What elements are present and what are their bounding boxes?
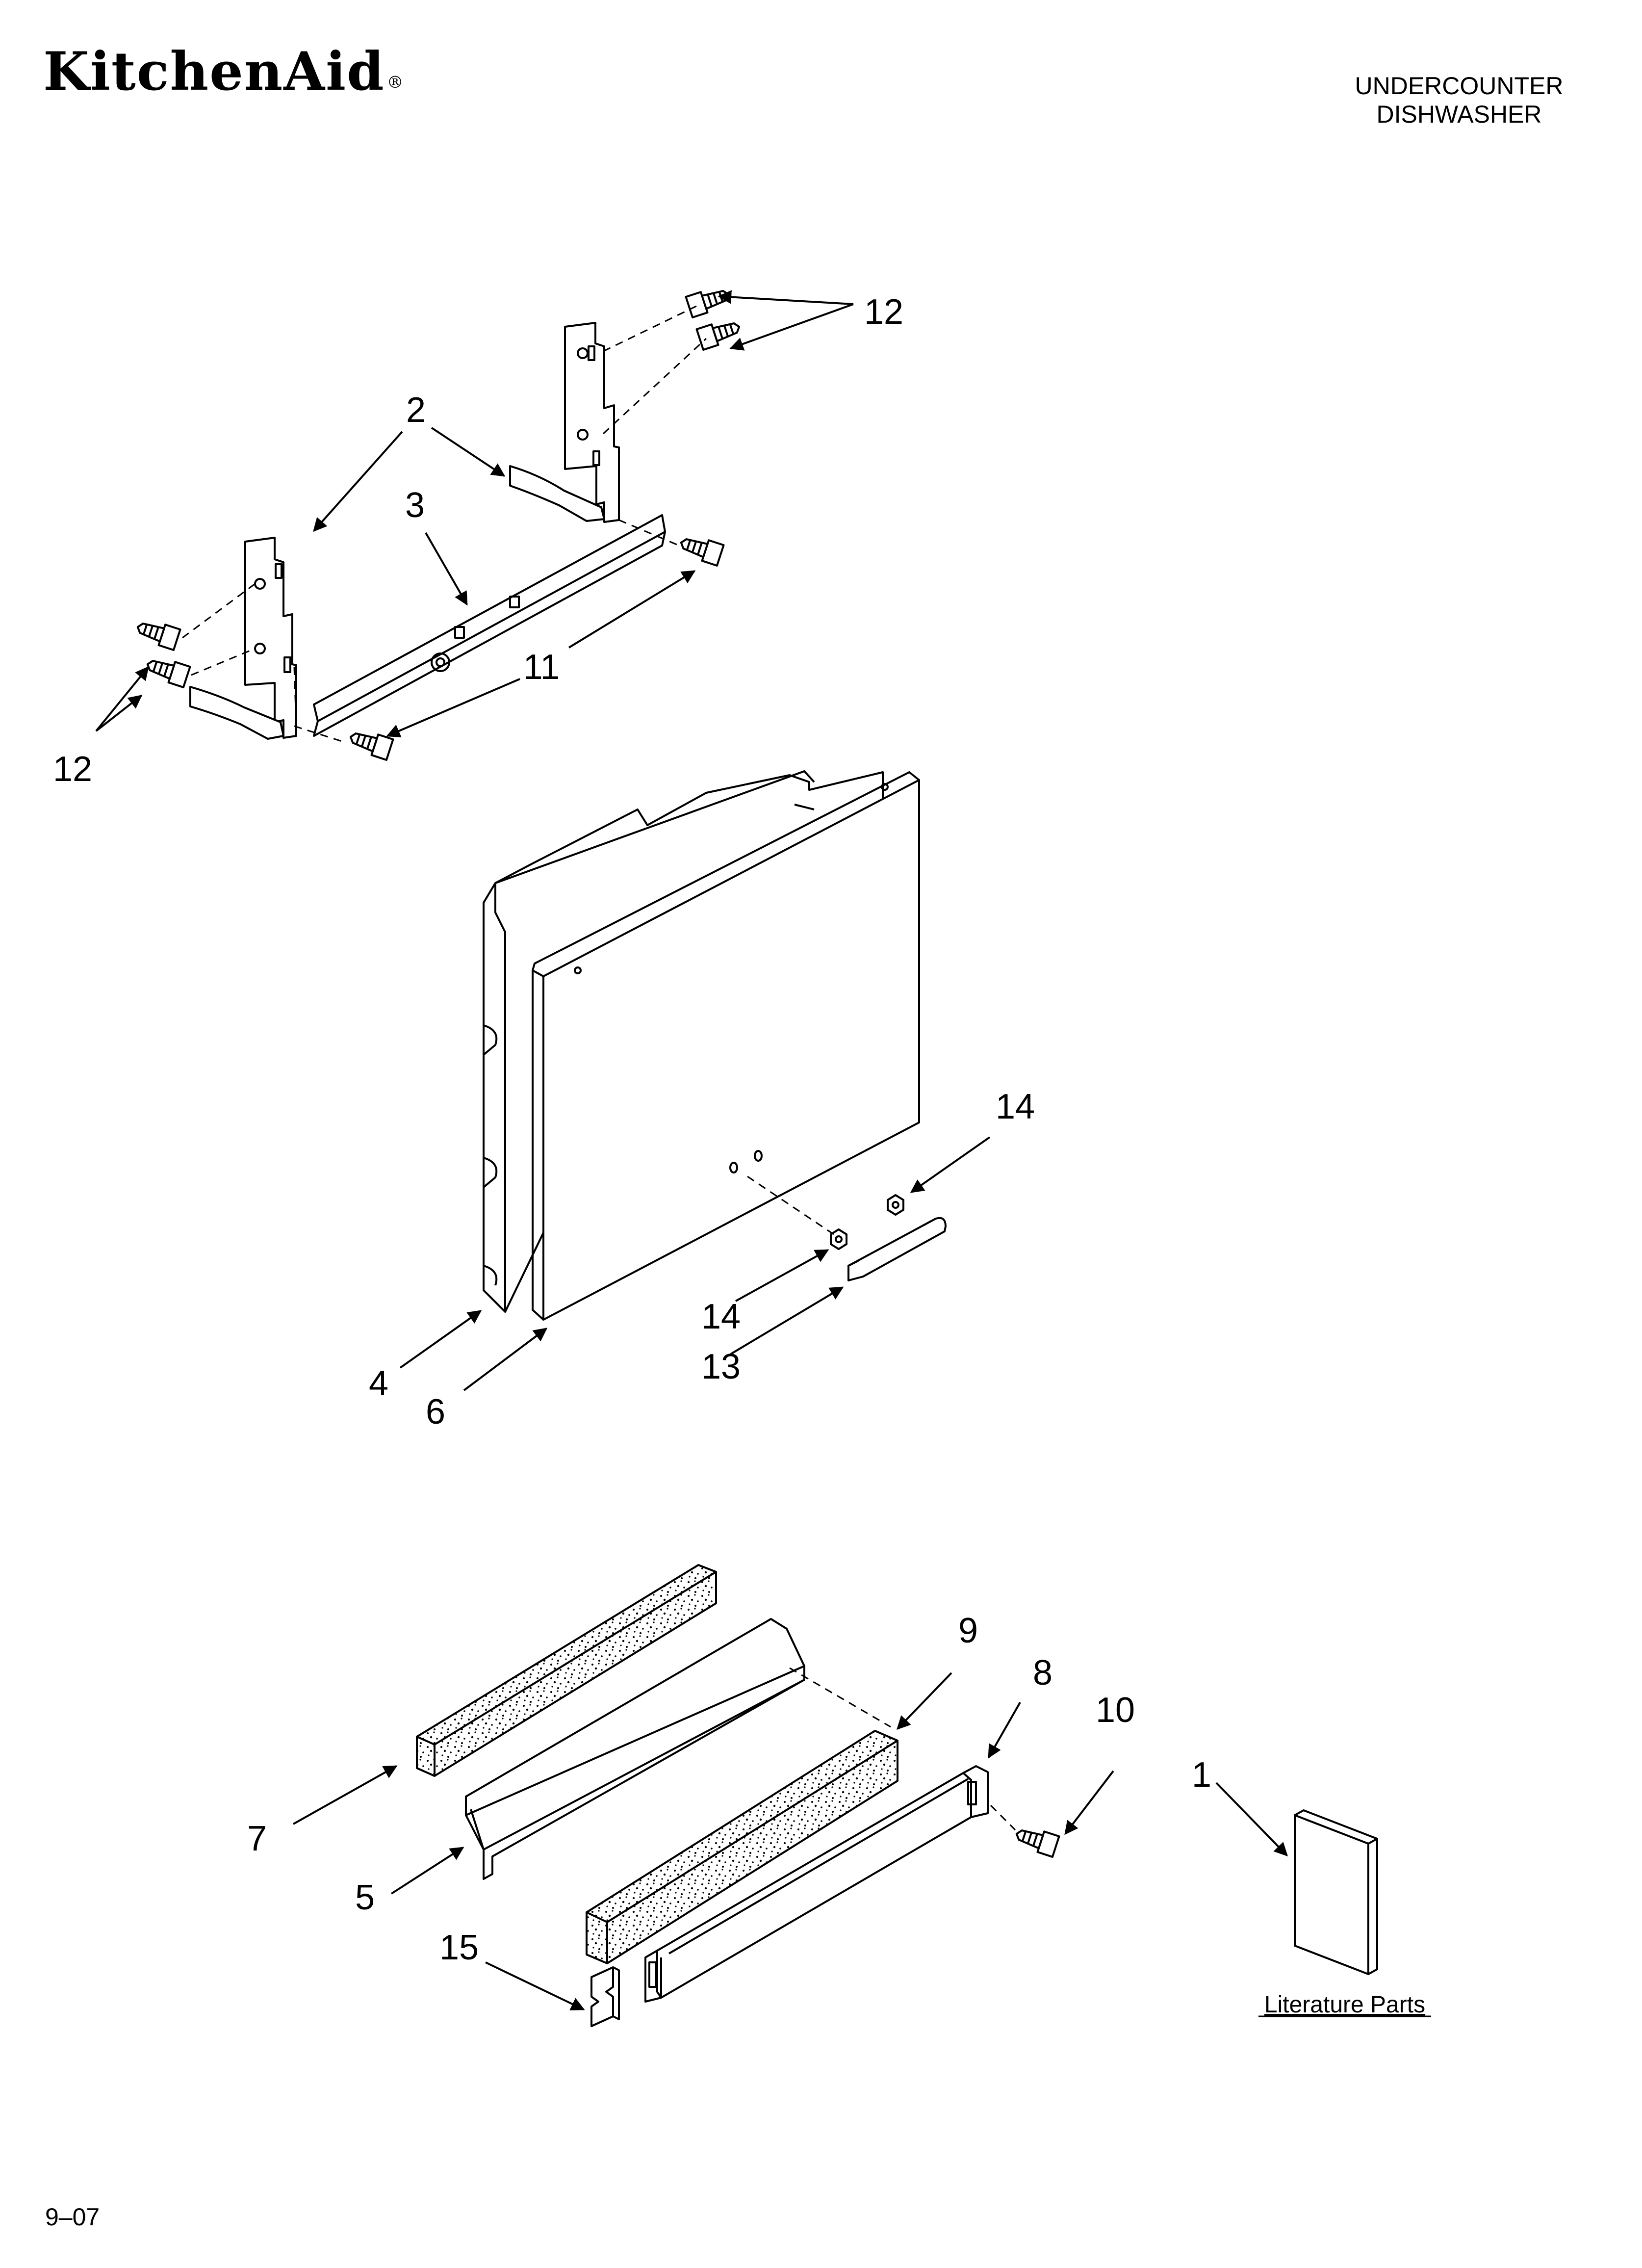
assembly-line-handle: [747, 1175, 834, 1235]
upper-left-bracket: [189, 537, 297, 740]
callout-3: 3: [405, 486, 425, 525]
nut-upper: [887, 1194, 904, 1216]
callout-13: 13: [701, 1347, 741, 1386]
assembly-lines-upper: [182, 305, 707, 743]
brand-name: KitchenAid: [43, 41, 385, 103]
screw-toe-kick: [1015, 1829, 1060, 1858]
insulation-strip-front: [586, 1730, 898, 1964]
callout-8: 8: [1033, 1653, 1052, 1693]
product-type-line-2: DISHWASHER: [1376, 101, 1542, 128]
leader-arrows: [95, 290, 1288, 2010]
callout-7: 7: [247, 1819, 267, 1858]
upper-right-bracket: [509, 322, 620, 523]
screw-top-1: [685, 290, 730, 318]
screw-left-2: [146, 660, 191, 688]
registered-mark: ®: [386, 73, 405, 92]
assembly-line-toe: [789, 1667, 891, 1728]
callout-2: 2: [406, 391, 426, 430]
callout-12-lower: 12: [53, 750, 92, 789]
literature-book: [1294, 1809, 1378, 1975]
screw-rail-left: [349, 732, 394, 761]
literature-parts-label: Literature Parts: [1264, 1992, 1425, 2018]
inner-door-panel: [483, 770, 884, 1313]
leveling-clip: [590, 1966, 620, 2027]
callout-labels: 1 2 3 4 5 6 7 8 9 10 11 12 12 13 14 14 1…: [53, 292, 1211, 1967]
callout-11: 11: [523, 648, 560, 687]
product-type: UNDERCOUNTER DISHWASHER: [1332, 72, 1587, 129]
callout-6: 6: [426, 1392, 445, 1432]
callout-12-upper: 12: [864, 292, 903, 332]
callout-5: 5: [355, 1878, 375, 1917]
callout-14-upper: 14: [996, 1087, 1035, 1126]
nut-lower: [830, 1228, 847, 1250]
insulation-strip-rear: [416, 1564, 717, 1777]
callout-9: 9: [958, 1611, 978, 1650]
outer-door-panel: [532, 771, 920, 1321]
screw-left-1: [136, 623, 181, 651]
toe-kick-panel: [644, 1765, 989, 2003]
callout-1: 1: [1192, 1755, 1211, 1795]
callout-15: 15: [439, 1928, 479, 1967]
kitchenaid-logo: KitchenAid®: [43, 45, 405, 98]
callout-10: 10: [1096, 1691, 1135, 1730]
door-handle: [847, 1217, 947, 1281]
date-code: 9–07: [45, 2203, 100, 2231]
product-type-line-1: UNDERCOUNTER: [1355, 72, 1564, 100]
callout-14-lower: 14: [701, 1297, 741, 1336]
assembly-line-toe-screw: [990, 1804, 1016, 1831]
callout-4: 4: [369, 1364, 388, 1403]
toe-panel-bracket: [465, 1618, 805, 1880]
screw-rail-right: [680, 538, 725, 567]
screw-top-2: [695, 322, 741, 351]
support-rail: [313, 514, 666, 737]
